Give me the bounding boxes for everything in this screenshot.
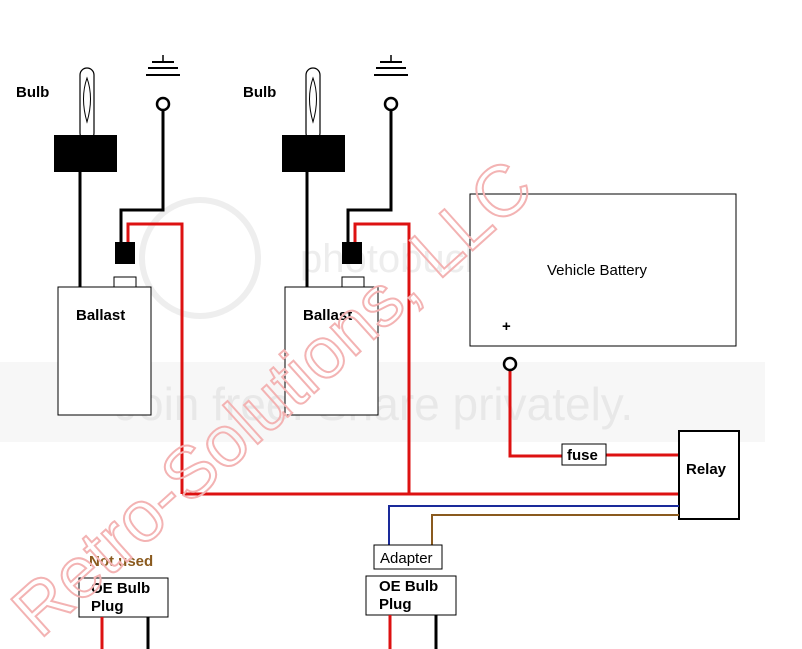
ground-left-wire	[119, 110, 165, 244]
bulb-left: Bulb	[16, 67, 117, 172]
oe-plug-right-label-line1: OE Bulb	[379, 578, 438, 595]
ballast-right-connector	[341, 276, 365, 288]
oe-plug-left-label-line1: OE Bulb	[91, 580, 150, 597]
ground-symbol-left	[146, 55, 180, 112]
ballast-left-box	[57, 286, 152, 416]
signal-brown-wire	[431, 514, 679, 545]
bulb-left-label: Bulb	[16, 84, 49, 101]
adapter-box	[373, 544, 443, 570]
adapter-label: Adapter	[380, 550, 433, 567]
ballast-left-label: Ballast	[76, 307, 125, 324]
oe-plug-left-label-line2: Plug	[91, 598, 124, 615]
ballast-left-connector	[113, 276, 137, 288]
ground-left-ring-terminal	[155, 96, 171, 112]
relay: Relay	[678, 430, 740, 520]
vehicle-battery: Vehicle Battery +	[469, 193, 737, 372]
fuse-box	[561, 443, 607, 466]
power-wire-left	[126, 222, 184, 494]
battery-box	[469, 193, 737, 347]
bulb-left-base	[54, 135, 117, 172]
power-wire-right	[353, 222, 411, 494]
relay-box	[678, 430, 740, 520]
ballast-right: Ballast	[284, 276, 379, 416]
bulb-right-label: Bulb	[243, 84, 276, 101]
ground-right-ring-terminal	[383, 96, 399, 112]
battery-positive-terminal	[502, 356, 518, 372]
fuse: fuse	[561, 443, 607, 466]
oe-plug-right-box	[365, 575, 457, 616]
oe-plug-left-box	[78, 577, 169, 618]
ballast-right-input-plug	[342, 242, 362, 264]
ballast-right-label: Ballast	[303, 307, 352, 324]
oe-plug-right-label-line2: Plug	[379, 596, 412, 613]
ground-right-wire	[346, 110, 393, 244]
ballast-right-box	[284, 286, 379, 416]
battery-label: Vehicle Battery	[547, 262, 648, 279]
battery-plus-label: +	[502, 318, 511, 335]
ground-symbol-right	[374, 55, 408, 112]
photobucket-logo-circle	[139, 197, 261, 319]
ballast-left: Ballast	[57, 276, 152, 416]
signal-blue-wire	[388, 505, 679, 545]
relay-label: Relay	[686, 461, 727, 478]
bulb-right: Bulb	[243, 67, 345, 172]
ground-wires	[78, 110, 393, 287]
power-wires	[126, 222, 679, 496]
adapter: Adapter	[373, 544, 443, 570]
fuse-label: fuse	[567, 447, 598, 464]
oe-bulb-plug-right: OE Bulb Plug	[365, 575, 457, 649]
not-used-label: Not used	[89, 553, 153, 570]
bulb-right-filament	[309, 76, 317, 124]
bulb-right-base	[282, 135, 345, 172]
oe-bulb-plug-left: Not used OE Bulb Plug	[78, 553, 169, 649]
battery-to-fuse-wire	[508, 371, 562, 458]
bulb-left-filament	[83, 76, 91, 124]
ballast-left-input-plug	[115, 242, 135, 264]
